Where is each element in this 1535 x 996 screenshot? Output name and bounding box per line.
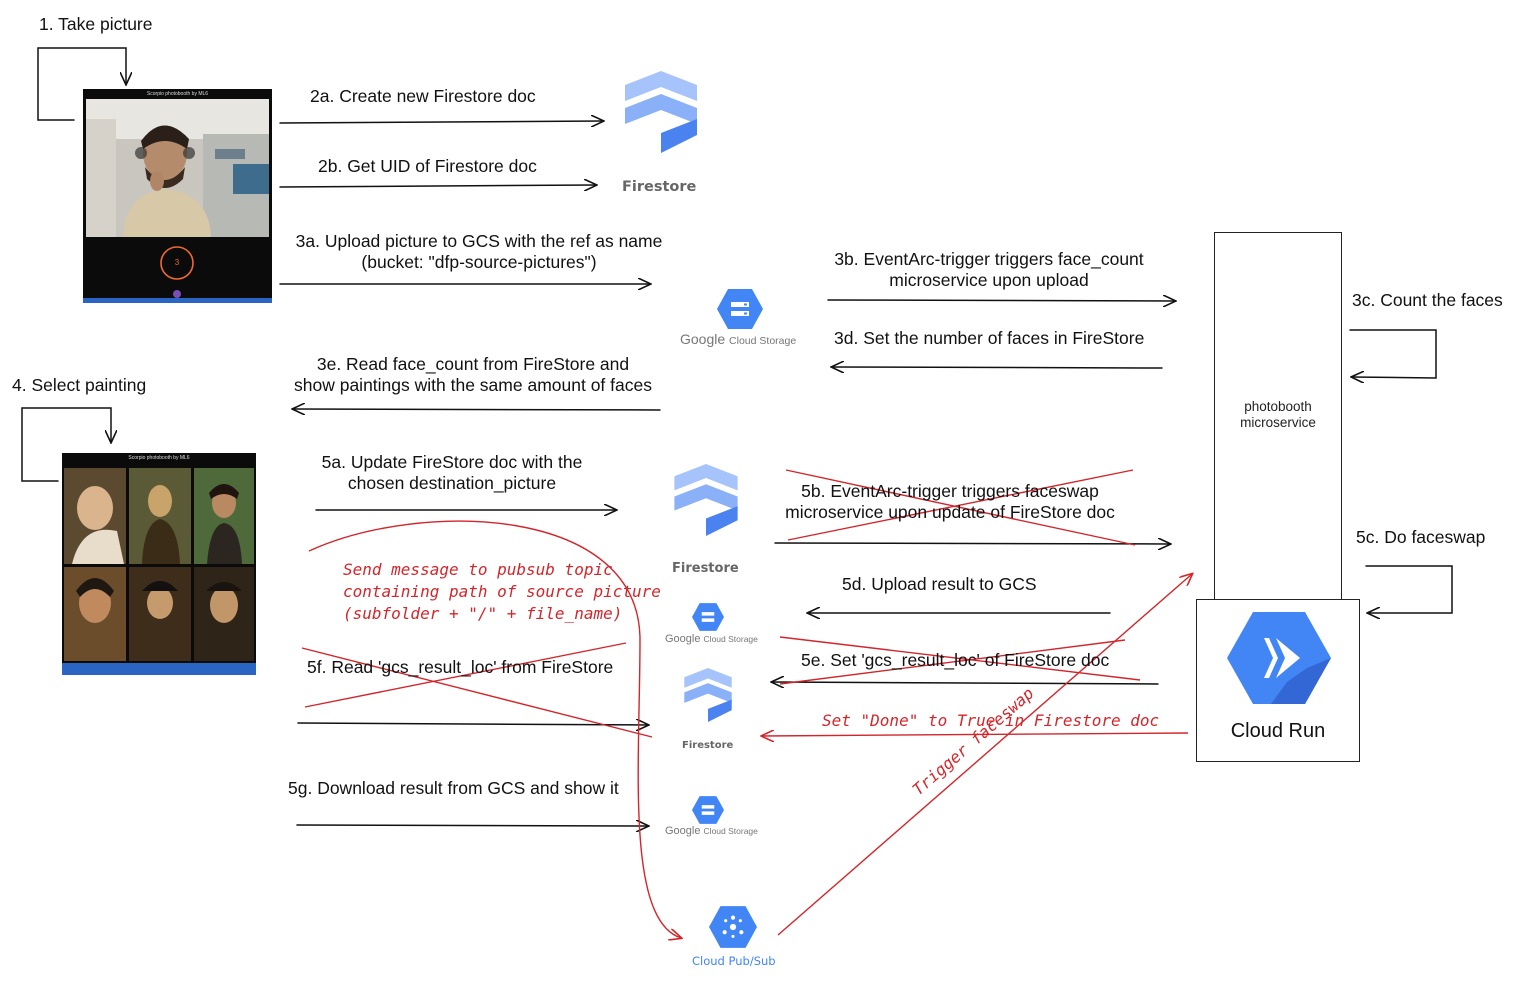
countdown-number: 3 xyxy=(174,258,180,267)
step-1-label: 1. Take picture xyxy=(39,14,153,34)
step-3a-label: 3a. Upload picture to GCS with the ref a… xyxy=(276,231,682,273)
loop-take-picture xyxy=(37,47,126,121)
strike-5b-a xyxy=(785,469,1136,546)
cloud-storage-label-3: Google Cloud Storage xyxy=(665,825,758,837)
gcs-product-word-3: Cloud Storage xyxy=(703,826,758,836)
loop-5c xyxy=(1365,565,1453,613)
step-5e-label: 5e. Set 'gcs_result_loc' of FireStore do… xyxy=(801,650,1110,670)
step-5b-line1: 5b. EventArc-trigger triggers faceswap xyxy=(801,481,1099,501)
firestore-label-3: Firestore xyxy=(682,740,734,751)
arrow-5e xyxy=(772,682,1159,684)
step-3b-line1: 3b. EventArc-trigger triggers face_count xyxy=(834,249,1144,269)
step-3b-line2: microservice upon upload xyxy=(889,270,1089,290)
step-5a-line2: chosen destination_picture xyxy=(347,473,557,493)
step-5a-line1: 5a. Update FireStore doc with the xyxy=(321,452,583,472)
arrow-3b xyxy=(827,300,1175,301)
step-5c-label: 5c. Do faceswap xyxy=(1356,527,1486,547)
pubsub-annotation-line2: containing path of source picture xyxy=(343,582,661,601)
gcs-google-word-2: Google xyxy=(665,633,701,645)
arrow-trigger-faceswap xyxy=(777,574,1192,936)
firestore-label-1: Firestore xyxy=(622,179,697,195)
cloud-storage-icon-2 xyxy=(692,603,724,631)
pubsub-annotation-line1: Send message to pubsub topic xyxy=(343,560,613,579)
strike-5f-b xyxy=(304,642,627,708)
loop-select-painting xyxy=(21,407,111,482)
camera-photo xyxy=(86,99,269,298)
loop-3c xyxy=(1349,329,1437,378)
arrow-5f xyxy=(297,723,648,725)
gcs-google-word-3: Google xyxy=(665,825,701,837)
step-5g-label: 5g. Download result from GCS and show it xyxy=(288,778,619,798)
pubsub-icon xyxy=(709,906,757,948)
cloud-storage-icon-3 xyxy=(692,796,724,824)
strike-5b-b xyxy=(787,469,1134,541)
step-3e-line1: 3e. Read face_count from FireStore and xyxy=(316,354,630,374)
arrow-pubsub-message xyxy=(308,520,681,938)
pubsub-annotation-line3: (subfolder + "/" + file_name) xyxy=(343,604,623,623)
step-4-label: 4. Select painting xyxy=(12,375,147,395)
step-5b-line2: microservice upon update of FireStore do… xyxy=(785,502,1115,522)
phone-bottom-bar xyxy=(83,298,272,303)
microservice-label: photobooth microservice xyxy=(1214,399,1342,431)
arrow-5b xyxy=(774,543,1170,544)
firestore-icon-3 xyxy=(684,668,732,722)
phone-title: Scorpio photobooth by ML6 xyxy=(146,91,209,97)
strike-5f-a xyxy=(301,647,653,738)
cloud-run-icon xyxy=(1227,612,1331,704)
painting-selection-screenshot: Scorpio photobooth by ML6 xyxy=(62,453,256,675)
done-annotation: Set "Done" to True in Firestore doc xyxy=(822,711,1160,730)
cloud-storage-icon xyxy=(717,289,763,329)
strike-5e-b xyxy=(779,639,1126,685)
cloud-storage-label-1: Google Cloud Storage xyxy=(680,331,796,347)
step-3e-line2: show paintings with the same amount of f… xyxy=(294,375,652,395)
gcs-product-word-2: Cloud Storage xyxy=(703,634,758,644)
photobooth-microservice-box xyxy=(1214,232,1342,602)
step-5a-label: 5a. Update FireStore doc with the chosen… xyxy=(300,452,604,494)
firestore-label-2: Firestore xyxy=(672,561,739,576)
step-5b-label: 5b. EventArc-trigger triggers faceswap m… xyxy=(770,481,1130,523)
gcs-product-word: Cloud Storage xyxy=(729,335,797,347)
microservice-line2: microservice xyxy=(1240,415,1316,430)
cloud-storage-label-2: Google Cloud Storage xyxy=(665,633,758,645)
microservice-line1: photobooth xyxy=(1244,399,1312,414)
step-3a-line2: (bucket: "dfp-source-pictures") xyxy=(361,252,597,272)
arrow-3e xyxy=(293,409,661,410)
step-2a-label: 2a. Create new Firestore doc xyxy=(310,86,536,106)
pubsub-annotation: Send message to pubsub topic containing … xyxy=(343,559,661,625)
step-3b-label: 3b. EventArc-trigger triggers face_count… xyxy=(818,249,1160,291)
arrow-5g xyxy=(296,825,648,826)
firestore-icon xyxy=(625,71,697,153)
step-2b-label: 2b. Get UID of Firestore doc xyxy=(318,156,537,176)
arrow-2a xyxy=(279,121,603,123)
arrow-3d xyxy=(832,367,1163,368)
step-5d-label: 5d. Upload result to GCS xyxy=(842,574,1037,594)
photobooth-camera-screenshot: Scorpio photobooth by ML6 3 xyxy=(83,89,272,303)
step-3d-label: 3d. Set the number of faces in FireStore xyxy=(834,328,1145,348)
strike-5e-a xyxy=(779,636,1141,681)
pubsub-label: Cloud Pub/Sub xyxy=(692,954,776,968)
step-3a-line1: 3a. Upload picture to GCS with the ref a… xyxy=(295,231,663,251)
step-3e-label: 3e. Read face_count from FireStore and s… xyxy=(272,354,674,396)
arrow-2b xyxy=(279,185,596,187)
phone-title-2: Scorpio photobooth by ML6 xyxy=(128,455,190,461)
step-3c-label: 3c. Count the faces xyxy=(1352,290,1503,310)
step-5f-label: 5f. Read 'gcs_result_loc' from FireStore xyxy=(307,657,614,677)
phone-bottom-bar-2 xyxy=(62,663,256,675)
gcs-google-word: Google xyxy=(680,331,726,347)
cloud-run-label: Cloud Run xyxy=(1230,720,1326,742)
firestore-icon-2 xyxy=(674,464,738,536)
arrow-set-done xyxy=(762,733,1189,736)
painting-grid xyxy=(64,468,254,661)
